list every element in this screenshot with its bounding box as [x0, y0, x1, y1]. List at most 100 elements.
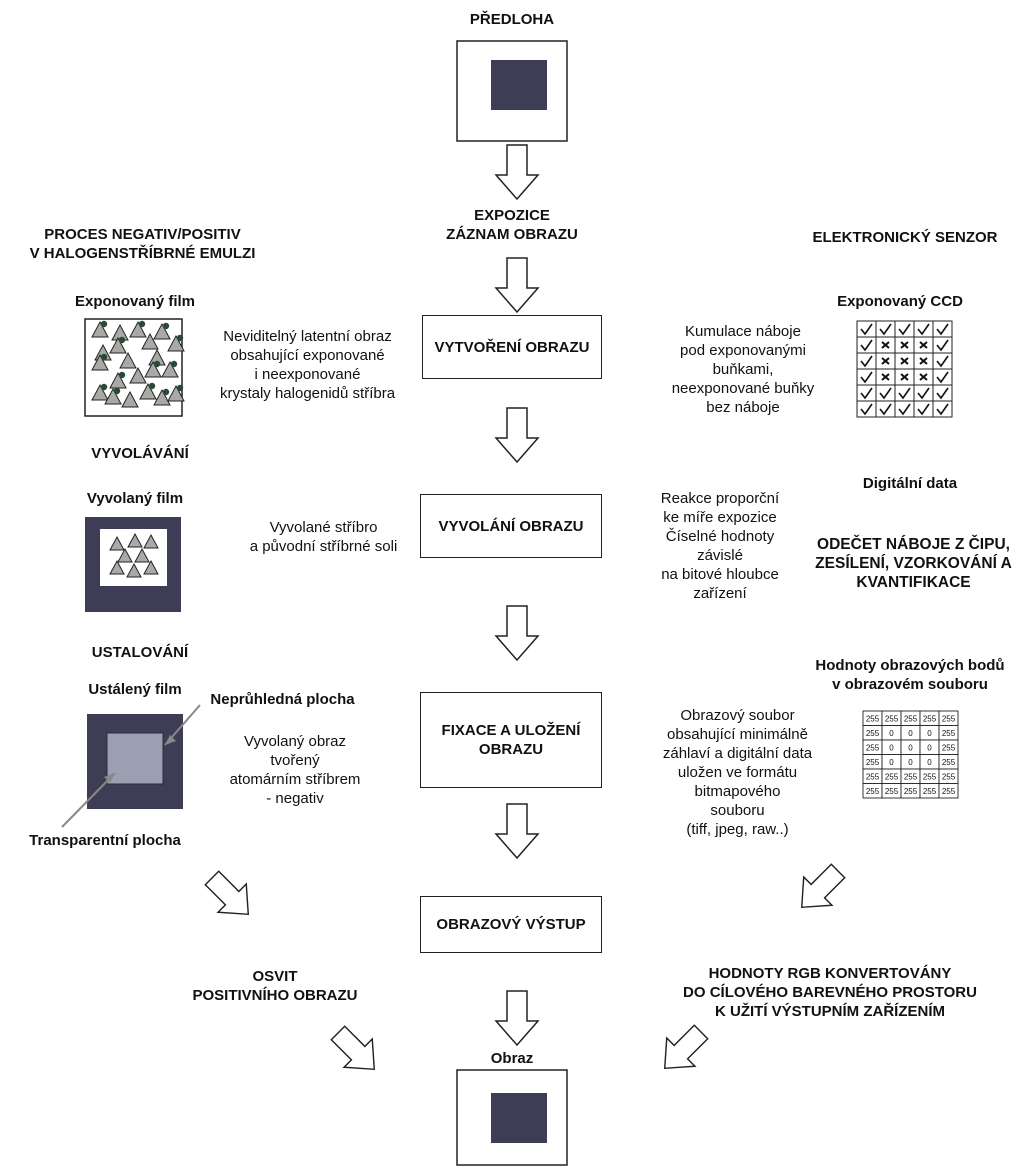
label-line: K UŽITÍ VÝSTUPNÍM ZAŘÍZENÍM [715, 1003, 945, 1020]
ccd-cell [856, 384, 877, 402]
step-image-output: OBRAZOVÝ VÝSTUP [420, 896, 602, 953]
arrow-down-icon [495, 803, 539, 859]
opaque-pointer-head [165, 735, 176, 745]
step-label: VYVOLÁNÍ OBRAZU [438, 517, 584, 535]
developed-silver-crystals [109, 532, 159, 578]
desc-line: a původní stříbrné soli [249, 538, 398, 555]
ccd-cell [875, 384, 896, 402]
left-header-line: V HALOGENSTŘÍBRNÉ EMULZI [29, 245, 256, 262]
exposure-dot [100, 353, 108, 361]
pixel-value: 255 [885, 787, 899, 796]
check-icon [860, 339, 873, 352]
transparent-pointer-head [104, 773, 115, 783]
pixel-value: 255 [866, 773, 880, 782]
crystal-shape [109, 559, 125, 575]
crystal-shape [161, 360, 179, 378]
latent-image-desc: Neviditelný latentní obraz obsahující ex… [195, 327, 420, 403]
crystal-shape [129, 366, 147, 384]
check-icon [936, 387, 949, 400]
check-icon [936, 403, 949, 416]
pixel-value: 255 [866, 758, 880, 767]
check-icon [917, 403, 930, 416]
pixel-value: 0 [927, 729, 932, 738]
crystal-shape [117, 547, 133, 563]
pixel-value: 255 [942, 715, 956, 724]
diagonal-arrow-icon [786, 856, 853, 923]
check-icon [879, 323, 892, 336]
step-label: FIXACE A ULOŽENÍ OBRAZU [442, 721, 581, 759]
desc-line: atomárním stříbrem [229, 771, 361, 788]
charge-accumulation-desc: Kumulace náboje pod exponovanými buňkami… [648, 322, 838, 417]
left-header-line: PROCES NEGATIV/POSITIV [44, 226, 241, 243]
fixed-image-desc: Vyvolaný obraz tvořený atomárním stříbre… [210, 732, 380, 808]
pixel-cell [938, 783, 959, 799]
cross-icon [881, 357, 890, 365]
crystal-shape [109, 535, 125, 551]
exposure-dot [100, 383, 108, 391]
fixing-label: USTALOVÁNÍ [91, 644, 189, 661]
pixel-value: 0 [908, 744, 913, 753]
cross-icon [900, 341, 909, 349]
desc-line: zařízení [693, 585, 747, 602]
pixel-value: 255 [866, 744, 880, 753]
crystal-shape [139, 382, 157, 400]
pixel-value: 0 [889, 729, 894, 738]
exposure-line: EXPOZICE [474, 207, 550, 224]
pixel-value: 0 [927, 758, 932, 767]
cross-icon [919, 357, 928, 365]
ccd-cell [932, 384, 953, 402]
exposure-dot [100, 320, 108, 328]
ccd-cell [856, 336, 877, 354]
desc-line: uložen ve formátu [677, 764, 798, 781]
pixel-value: 0 [889, 744, 894, 753]
exposure-dot [138, 320, 146, 328]
crystal-shape [129, 320, 147, 338]
step-image-creation: VYTVOŘENÍ OBRAZU [422, 315, 602, 379]
crystal-shape [91, 353, 109, 371]
transparent-area-label: Transparentní plocha [29, 832, 181, 849]
right-process-header: ELEKTRONICKÝ SENZOR [812, 229, 998, 246]
pixel-value: 255 [923, 773, 937, 782]
ccd-cell [875, 320, 896, 338]
desc-line: tvořený [270, 752, 320, 769]
desc-line: záhlaví a digitální data [662, 745, 813, 762]
crystal-shape [109, 336, 127, 354]
crystal-shape [134, 547, 150, 563]
check-icon [879, 403, 892, 416]
ccd-cell [913, 400, 934, 418]
pixel-value: 255 [923, 715, 937, 724]
check-icon [936, 339, 949, 352]
pixel-value: 255 [885, 715, 899, 724]
step-label: VYTVOŘENÍ OBRAZU [434, 338, 590, 356]
exposure-dot [162, 388, 170, 396]
original-label: PŘEDLOHA [469, 11, 555, 28]
cross-icon [881, 341, 890, 349]
desc-line: bitmapového [694, 783, 781, 800]
check-icon [860, 387, 873, 400]
desc-line: obsahující minimálně [667, 726, 808, 743]
desc-line: krystaly halogenidů stříbra [219, 385, 396, 402]
crystal-shape [144, 360, 162, 378]
developed-film-label: Vyvolaný film [86, 490, 184, 507]
crystal-shape [91, 320, 109, 338]
pixel-value: 255 [923, 787, 937, 796]
cross-icon [919, 341, 928, 349]
positive-exposure-label: OSVIT POSITIVNÍHO OBRAZU [175, 967, 375, 1005]
label-line: OSVIT [252, 968, 298, 985]
ccd-cell [894, 320, 915, 338]
pixel-values-title: Hodnoty obrazových bodů v obrazovém soub… [805, 656, 1015, 694]
check-icon [879, 387, 892, 400]
crystal-shape [153, 322, 171, 340]
ccd-grid [856, 320, 953, 418]
check-icon [898, 387, 911, 400]
developed-desc: Vyvolané stříbro a původní stříbrné soli [226, 518, 421, 556]
desc-line: (tiff, jpeg, raw..) [686, 821, 789, 838]
ccd-cell [913, 320, 934, 338]
ccd-cell [875, 400, 896, 418]
crystal-shape [104, 387, 122, 405]
pixel-value: 0 [927, 744, 932, 753]
exposure-label: EXPOZICE ZÁZNAM OBRAZU [412, 206, 612, 244]
exposure-line: ZÁZNAM OBRAZU [446, 226, 578, 243]
desc-line: souboru [710, 802, 765, 819]
